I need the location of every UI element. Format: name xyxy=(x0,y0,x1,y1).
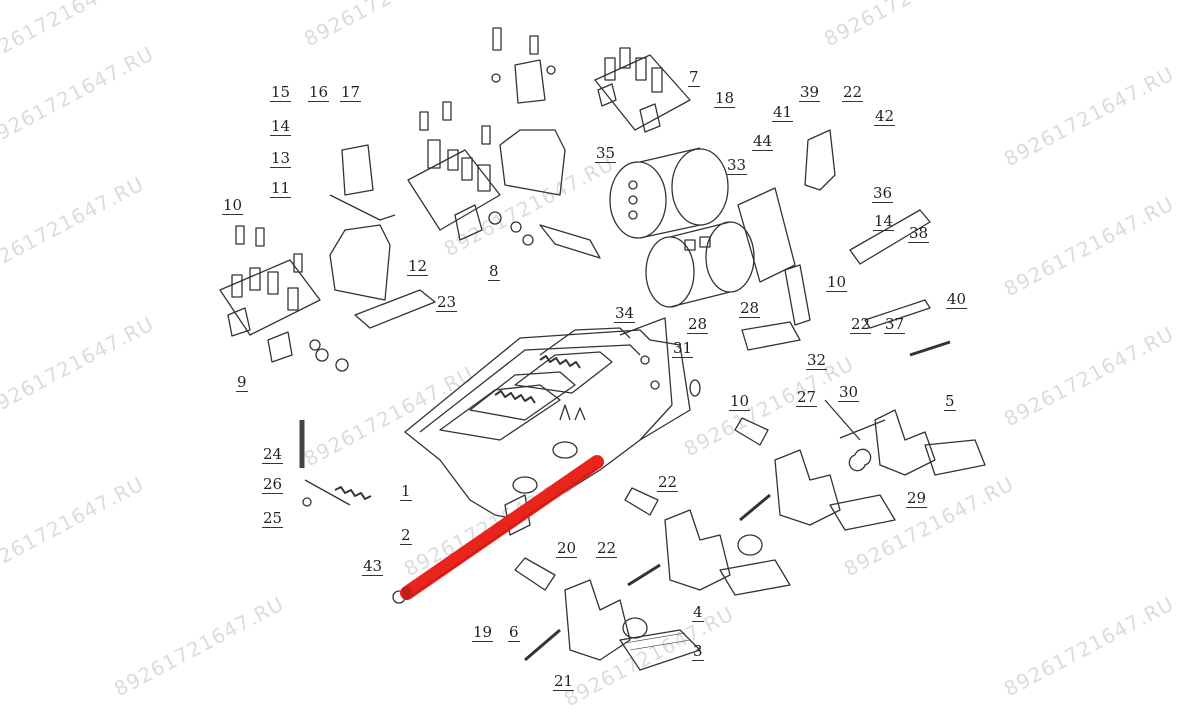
shaft-2-highlighted xyxy=(400,455,604,600)
callout-label: 28 xyxy=(739,299,761,318)
pedal-upper xyxy=(774,449,896,531)
washer-31 xyxy=(689,379,701,397)
arm-38-lower xyxy=(864,299,931,329)
valve-block-7 xyxy=(491,27,691,133)
callout-label: 5 xyxy=(944,392,956,411)
callout-label: 19 xyxy=(472,623,494,642)
rod-26 xyxy=(304,479,351,506)
callout-label: 24 xyxy=(262,445,284,464)
callout-label: 16 xyxy=(308,83,330,102)
callout-label: 32 xyxy=(806,351,828,370)
callout-label: 14 xyxy=(873,212,895,231)
plate-33 xyxy=(737,187,796,283)
callout-label: 11 xyxy=(270,179,292,198)
callout-label: 39 xyxy=(799,83,821,102)
callout-label: 3 xyxy=(692,642,704,661)
callout-label: 6 xyxy=(508,623,520,642)
valve-block-8 xyxy=(407,101,534,246)
valve-block-9 xyxy=(219,225,349,372)
link-11 xyxy=(329,194,396,221)
nut-25 xyxy=(302,497,312,507)
callout-label: 9 xyxy=(236,373,248,392)
frame-springs xyxy=(494,355,581,404)
callout-label: 18 xyxy=(714,89,736,108)
bolt-mid xyxy=(627,563,661,587)
callout-label: 1 xyxy=(400,482,412,501)
callout-label: 20 xyxy=(556,539,578,558)
bracket-top xyxy=(499,129,566,196)
callout-label: 36 xyxy=(872,184,894,203)
pedal-5 xyxy=(874,409,986,476)
link-23 xyxy=(354,289,436,329)
callout-label: 4 xyxy=(692,603,704,622)
callout-label: 15 xyxy=(270,83,292,102)
callout-label: 22 xyxy=(596,539,618,558)
cover-16 xyxy=(341,144,374,196)
spring-29 xyxy=(848,448,872,472)
drum-34 xyxy=(645,221,755,308)
bolt-21 xyxy=(524,628,561,662)
link-upper xyxy=(539,224,601,259)
callout-label: 22 xyxy=(850,315,872,334)
frame-part xyxy=(404,317,691,536)
callout-label: 41 xyxy=(772,103,794,122)
callout-label: 35 xyxy=(595,144,617,163)
callout-label: 38 xyxy=(908,224,930,243)
callout-label: 31 xyxy=(672,339,694,358)
callout-label: 37 xyxy=(884,315,906,334)
callout-label: 26 xyxy=(262,475,284,494)
bracket-32 xyxy=(784,264,811,326)
callout-label: 12 xyxy=(407,257,429,276)
callout-label: 21 xyxy=(553,672,575,691)
callout-label: 23 xyxy=(436,293,458,312)
link-6 xyxy=(514,557,556,591)
callout-label: 13 xyxy=(270,149,292,168)
bar-30 xyxy=(824,399,886,441)
bolt-upper xyxy=(739,493,771,522)
bracket-27 xyxy=(741,321,801,351)
pedal-middle xyxy=(664,509,791,596)
callout-label: 34 xyxy=(614,304,636,323)
link-6b xyxy=(624,487,659,516)
callout-label: 10 xyxy=(222,196,244,215)
callout-label: 43 xyxy=(362,557,384,576)
callout-label: 22 xyxy=(657,473,679,492)
callout-label: 7 xyxy=(688,68,700,87)
drum-35 xyxy=(609,147,729,239)
callout-label: 8 xyxy=(488,262,500,281)
callout-label: 22 xyxy=(842,83,864,102)
callout-label: 44 xyxy=(752,132,774,151)
bolt-40 xyxy=(909,340,951,357)
callout-label: 40 xyxy=(946,290,968,309)
callout-label: 33 xyxy=(726,156,748,175)
callout-label: 30 xyxy=(838,383,860,402)
callout-label: 25 xyxy=(262,509,284,528)
callout-label: 10 xyxy=(826,273,848,292)
bracket-12 xyxy=(329,224,391,301)
cover-top xyxy=(514,59,546,104)
callout-label: 2 xyxy=(400,526,412,545)
lever-39 xyxy=(804,129,836,191)
callout-label: 28 xyxy=(687,315,709,334)
callout-label: 27 xyxy=(796,388,818,407)
spring-26 xyxy=(334,486,372,500)
callout-label: 29 xyxy=(906,489,928,508)
callout-label: 14 xyxy=(270,117,292,136)
link-6c xyxy=(734,417,769,446)
callout-label: 17 xyxy=(340,83,362,102)
pedal-3 xyxy=(564,579,701,671)
arm-38 xyxy=(849,209,931,265)
callout-label: 10 xyxy=(729,392,751,411)
callout-label: 42 xyxy=(874,107,896,126)
